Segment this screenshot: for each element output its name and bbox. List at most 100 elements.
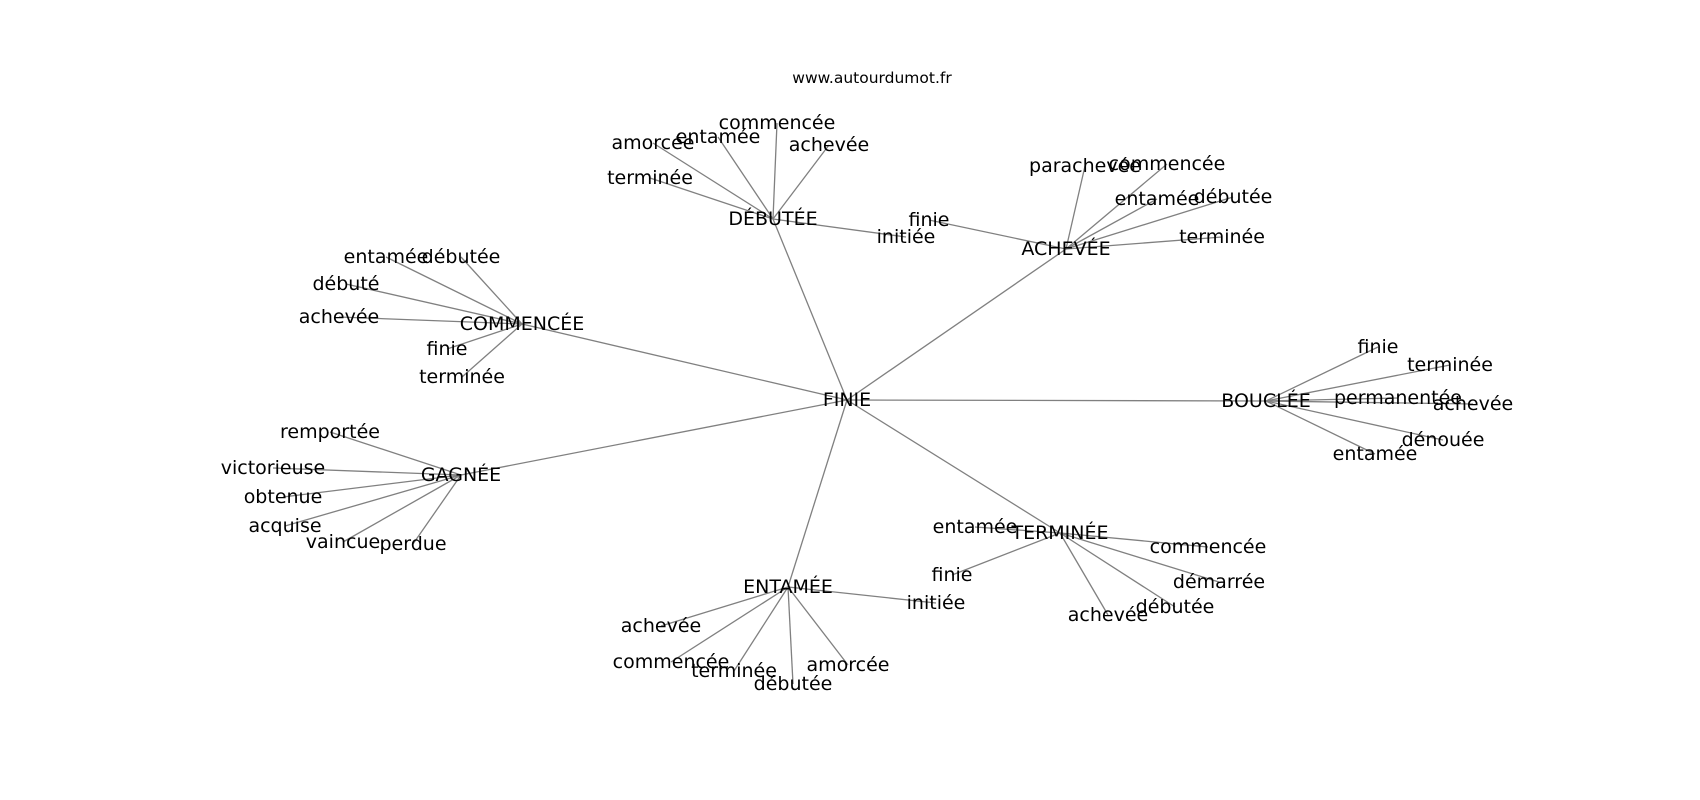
word-node-e-amorcee: amorcée xyxy=(807,654,890,676)
edge-bouclee-b_permanentee xyxy=(1265,397,1399,402)
edge-achevee_hub-a_entamee xyxy=(1065,198,1158,250)
word-node-a-entamee: entamée xyxy=(1115,188,1200,210)
edge-bouclee-b_terminee xyxy=(1265,364,1451,402)
word-node-a-commencee: commencée xyxy=(1109,153,1226,175)
edge-bouclee-b_finie xyxy=(1265,346,1379,402)
edge-finie_root-terminee_hub xyxy=(846,399,1061,534)
edge-commencee_hub-c_finie xyxy=(446,323,523,350)
word-node-d-commencee: commencée xyxy=(719,112,836,134)
word-node-c-entamee: entamée xyxy=(344,246,429,268)
edge-finie_root-bouclee xyxy=(846,399,1267,402)
edge-entamee_hub-e_commencee xyxy=(670,586,789,663)
edge-commencee_hub-c_entamee xyxy=(385,256,523,325)
word-node-a-debutee: débutée xyxy=(1194,186,1273,208)
word-node-e-terminee: terminée xyxy=(691,660,777,682)
edge-entamee_hub-e_achevee xyxy=(660,586,789,627)
edge-gagnee-g_vaincue xyxy=(342,474,462,543)
word-node-c-debutee: débutée xyxy=(422,246,501,268)
word-node-g-obtenue: obtenue xyxy=(244,486,323,508)
edge-finie_root-debutee xyxy=(772,218,848,401)
edge-finie_root-entamee_hub xyxy=(787,399,848,588)
word-node-b-entamee: entamée xyxy=(1333,443,1418,465)
word-node-t-finie: finie xyxy=(932,564,973,586)
word-node-a-parachevee: parachevée xyxy=(1029,155,1141,177)
edge-finie_root-commencee_hub xyxy=(521,323,848,401)
edge-debutee-d_initiee xyxy=(772,218,907,238)
hub-node-debutee: DÉBUTÉE xyxy=(728,207,817,230)
hub-node-finie-root: FINIE xyxy=(823,389,871,411)
edge-finie_root-gagnee xyxy=(460,399,848,476)
hub-node-gagnee: GAGNÉE xyxy=(421,463,501,486)
word-node-d-entamee: entamée xyxy=(676,126,761,148)
word-node-e-initiee: initiée xyxy=(907,592,966,614)
edge-terminee_hub-t_debutee xyxy=(1059,532,1176,608)
word-node-c-finie: finie xyxy=(427,338,468,360)
edge-gagnee-g_acquise xyxy=(284,474,462,527)
edge-entamee_hub-e_terminee xyxy=(733,586,789,672)
word-node-g-vaincue: vaincue xyxy=(306,531,380,553)
word-node-b-achevee: achevée xyxy=(1433,393,1513,415)
word-node-t-commencee: commencée xyxy=(1150,536,1267,558)
graph-labels: FINIE DÉBUTÉE ACHEVÉE COMMENCÉE BOUCLÉE GAGNÉ… xyxy=(221,112,1513,695)
word-node-e-achevee: achevée xyxy=(621,615,701,637)
word-node-g-perdue: perdue xyxy=(379,533,446,555)
edge-debutee-d_achevee xyxy=(772,144,830,220)
edge-bouclee-b_entamee xyxy=(1265,400,1376,455)
edge-entamee_hub-e_amorcee xyxy=(787,586,849,666)
word-node-c-terminee: terminée xyxy=(419,366,505,388)
edge-achevee_hub-a_commencee xyxy=(1065,163,1168,250)
edge-commencee_hub-c_debutee xyxy=(460,256,523,325)
hub-node-commencee-hub: COMMENCÉE xyxy=(460,312,585,335)
edge-gagnee-g_perdue xyxy=(412,474,462,545)
edge-achevee_hub-a_debutee xyxy=(1065,196,1234,250)
edge-debutee-d_entamee xyxy=(717,136,774,220)
edge-commencee_hub-c_debute xyxy=(345,283,523,325)
word-node-t-entamee: entamée xyxy=(933,516,1018,538)
word-node-d-terminee: terminée xyxy=(607,167,693,189)
edge-commencee_hub-c_terminee xyxy=(461,323,523,378)
hub-node-achevee-hub: ACHEVÉE xyxy=(1021,237,1110,260)
word-node-b-terminee: terminée xyxy=(1407,354,1493,376)
edge-bouclee-b_denouee xyxy=(1265,400,1444,441)
edge-terminee_hub-t_achevee xyxy=(1059,532,1109,616)
edge-commencee_hub-c_achevee xyxy=(338,316,523,325)
word-node-g-remportee: remportée xyxy=(280,421,380,443)
word-node-d-finie: finie xyxy=(909,209,950,231)
edge-debutee-d_terminee xyxy=(649,177,774,220)
word-node-c-achevee: achevée xyxy=(299,306,379,328)
edge-gagnee-g_obtenue xyxy=(282,474,462,498)
word-node-t-demarree: démarrée xyxy=(1173,571,1265,593)
edge-debutee-d_commencee xyxy=(772,122,778,220)
edge-gagnee-g_victorieuse xyxy=(272,467,462,476)
word-node-b-permanentee: permanentée xyxy=(1334,387,1462,409)
edge-terminee_hub-t_entamee xyxy=(974,526,1061,534)
edge-gagnee-g_remportee xyxy=(329,431,462,476)
hub-node-terminee-hub: TERMINÉE xyxy=(1010,521,1108,544)
graph-edges xyxy=(272,122,1474,685)
edge-debutee-d_amorcee xyxy=(652,142,774,220)
word-node-b-finie: finie xyxy=(1358,336,1399,358)
word-node-e-debutee: débutée xyxy=(754,673,833,695)
hub-node-bouclee: BOUCLÉE xyxy=(1221,389,1310,412)
edge-finie_root-achevee_hub xyxy=(846,248,1067,401)
hub-node-entamee-hub: ENTAMÉE xyxy=(743,575,833,598)
word-node-e-commencee: commencée xyxy=(613,651,730,673)
edge-terminee_hub-t_commencee xyxy=(1059,532,1209,548)
edge-entamee_hub-e_initiee xyxy=(787,586,937,604)
word-node-a-terminee: terminée xyxy=(1179,226,1265,248)
edge-bouclee-b_achevee xyxy=(1265,400,1474,405)
word-node-t-debutee: débutée xyxy=(1136,596,1215,618)
edge-entamee_hub-e_debutee xyxy=(787,586,794,685)
source-url: www.autourdumot.fr xyxy=(792,69,952,87)
edge-achevee_hub-a_terminee xyxy=(1065,236,1223,250)
edge-terminee_hub-t_demarree xyxy=(1059,532,1220,583)
word-node-d-initiee: initiée xyxy=(877,226,936,248)
word-node-d-amorcee: amorcée xyxy=(612,132,695,154)
word-node-b-denouee: dénouée xyxy=(1402,429,1485,451)
edge-achevee_hub-a_parachevee xyxy=(1065,165,1086,250)
word-node-t-achevee: achevée xyxy=(1068,604,1148,626)
word-node-g-victorieuse: victorieuse xyxy=(221,457,325,479)
edge-terminee_hub-t_finie xyxy=(951,532,1061,576)
edge-d_finie-achevee_hub xyxy=(928,219,1067,250)
